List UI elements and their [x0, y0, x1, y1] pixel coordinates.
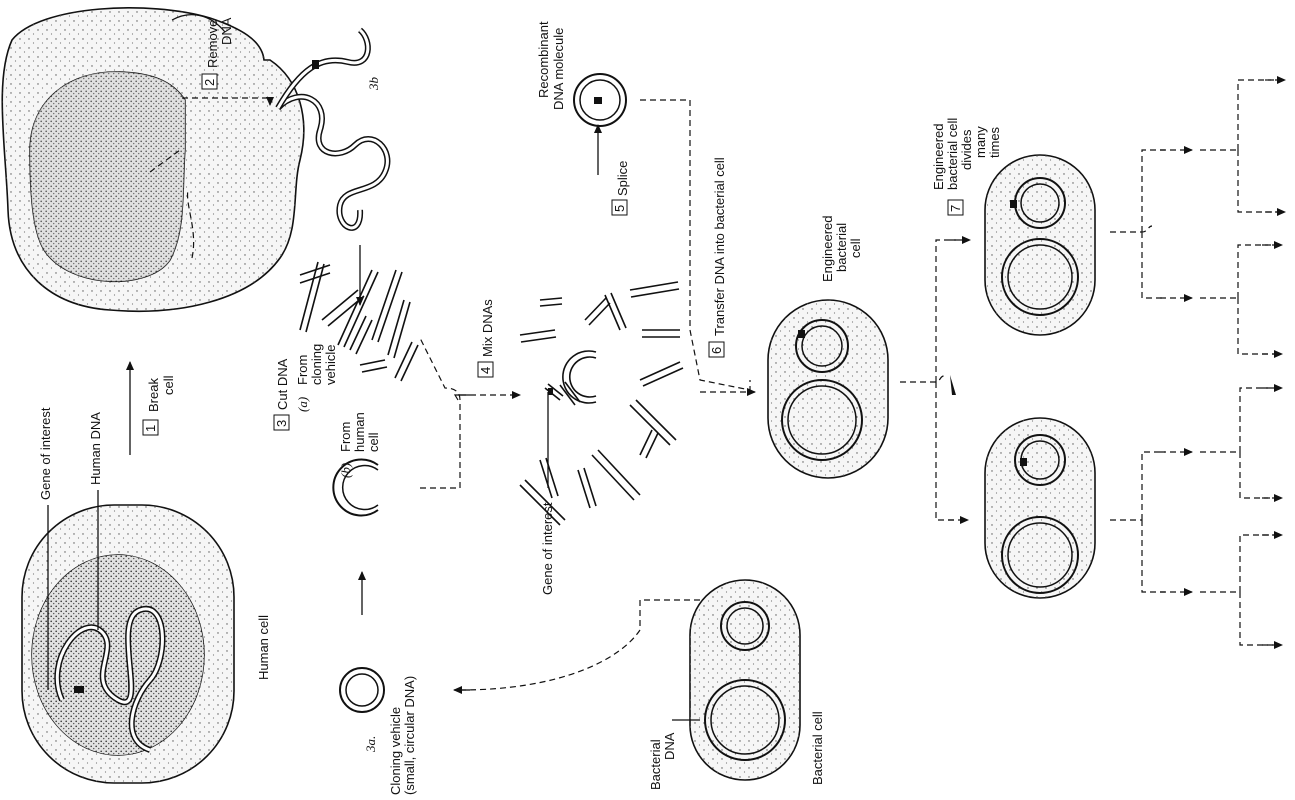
step-1-label-b: cell — [161, 375, 176, 395]
step-7-line5: times — [987, 126, 1002, 158]
bacterial-dna-line2: DNA — [662, 732, 677, 760]
engineered-bacterial-cell — [768, 300, 888, 478]
human-cell-label: Human cell — [256, 615, 271, 680]
svg-text:4: 4 — [478, 367, 493, 374]
broken-human-cell — [2, 8, 304, 311]
step-7-line3: divides — [959, 129, 974, 170]
branch-up — [900, 240, 960, 382]
svg-text:6: 6 — [709, 347, 724, 354]
opened-plasmid — [333, 460, 378, 516]
recombinant-dna-molecule — [574, 74, 626, 126]
recombinant-line2: DNA molecule — [551, 28, 566, 110]
svg-text:7: 7 — [948, 205, 963, 212]
step-6-badge: 6 — [709, 342, 724, 357]
cloning-line2: (small, circular DNA) — [402, 676, 417, 795]
transfer-dash — [640, 100, 750, 390]
engineered-line3: cell — [848, 238, 863, 258]
cloning-line1: Cloning vehicle — [388, 707, 403, 795]
step-4-label: Mix DNAs — [480, 299, 495, 357]
daughter-cell-lower — [985, 418, 1095, 598]
gene-of-interest-label: Gene of interest — [38, 407, 53, 500]
step-7-line4: many — [973, 126, 988, 158]
gene-marker — [74, 686, 84, 693]
bacterial-cell — [690, 580, 800, 780]
recombinant-line1: Recombinant — [536, 21, 551, 98]
step-3-label: Cut DNA — [275, 358, 290, 410]
svg-text:5: 5 — [612, 205, 627, 212]
cut-a-line3: vehicle — [323, 345, 338, 385]
step-4-badge: 4 — [478, 362, 493, 377]
cut-b-line3: cell — [366, 432, 381, 452]
human-cell — [22, 505, 234, 783]
step-2-label-a: Remove — [205, 20, 220, 68]
step-7-badge: 7 — [948, 200, 963, 215]
step-7-line2: bacterial cell — [945, 118, 960, 190]
division-mark — [950, 375, 956, 395]
engineered-line2: bacterial — [834, 223, 849, 272]
mixed-dna-pool — [520, 282, 683, 525]
branch-down — [936, 382, 958, 520]
step-2-label-b: DNA — [219, 17, 234, 45]
human-dna-label: Human DNA — [88, 412, 103, 485]
engineered-line1: Engineered — [820, 216, 835, 283]
division-tree-upper — [1110, 80, 1285, 354]
bacterial-cell-label: Bacterial cell — [810, 711, 825, 785]
cut-b-line1: From — [338, 422, 353, 452]
plasmid-source-dash — [460, 600, 700, 690]
step-6-label: Transfer DNA into bacterial cell — [712, 157, 727, 336]
mix-dash-a — [420, 338, 460, 488]
gene-of-interest-mid-label: Gene of interest — [540, 502, 555, 595]
tag-3b: 3b — [366, 77, 381, 92]
cloning-vehicle-plasmid — [340, 668, 384, 712]
cut-b-line2: human — [352, 412, 367, 452]
bacterial-dna-line1: Bacterial — [648, 739, 663, 790]
cut-a-line1: From — [295, 355, 310, 385]
step-5-badge: 5 — [612, 200, 627, 215]
daughter-cell-upper — [985, 155, 1095, 335]
step-5-label: Splice — [615, 161, 630, 196]
svg-text:3: 3 — [274, 420, 289, 427]
division-tree-lower — [1110, 388, 1282, 645]
step-2-badge: 2 — [202, 74, 217, 89]
svg-text:1: 1 — [143, 425, 158, 432]
tag-3a: 3a. — [363, 736, 378, 753]
step-3-badge: 3 — [274, 415, 289, 430]
step-1-label-a: Break — [146, 378, 161, 412]
step-1-badge: 1 — [143, 420, 158, 435]
step-7-line1: Engineered — [931, 124, 946, 191]
svg-text:2: 2 — [202, 79, 217, 86]
cut-a-line2: cloning — [309, 344, 324, 385]
cut-a-mark: (a) — [295, 397, 310, 412]
